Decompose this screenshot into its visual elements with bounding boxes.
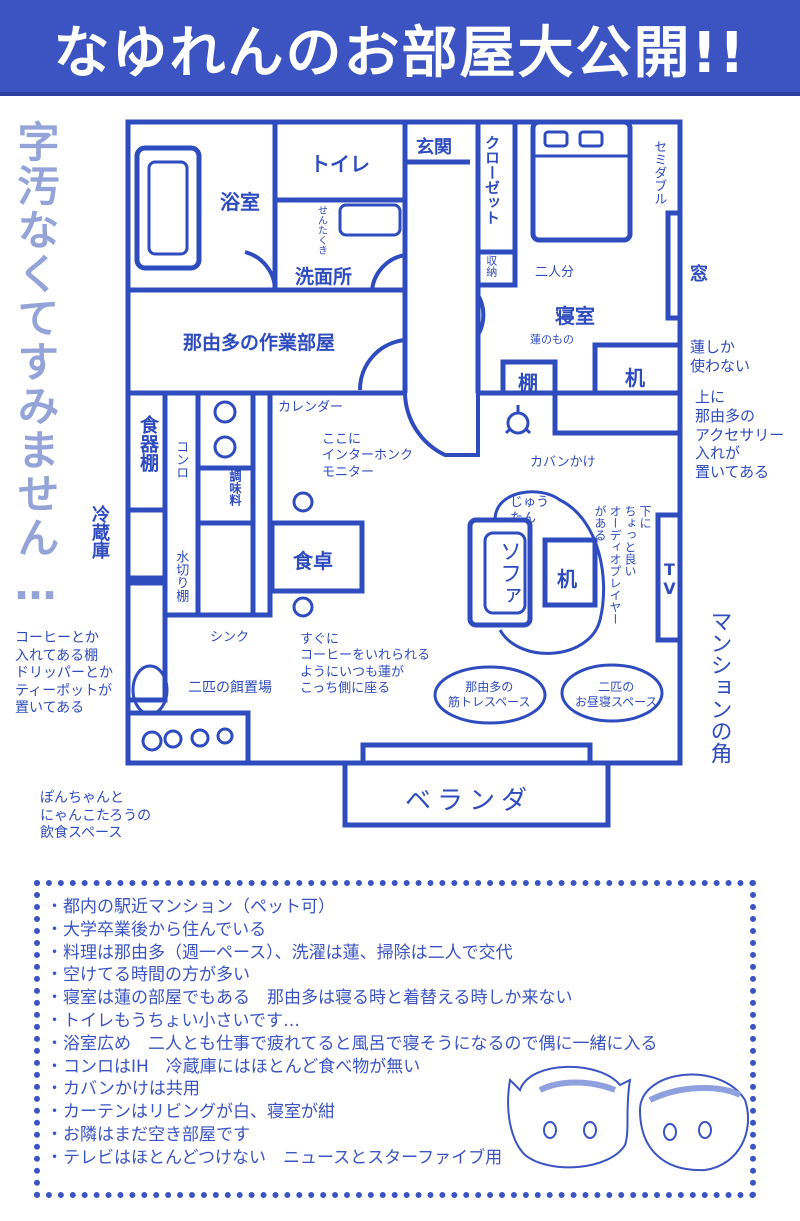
note-coffee-seat: すぐに コーヒーをいれられる ようにいつも蓮が こっち側に座る	[300, 632, 431, 696]
character-sketches	[507, 1065, 750, 1172]
note-item: ・テレビはほとんどつけない ニュースとスターファイブ用	[46, 1147, 503, 1168]
note-ren-items: 蓮のもの	[530, 333, 574, 346]
label-bathroom: 浴室	[220, 190, 260, 214]
living-desk	[542, 537, 598, 608]
note-carpet: じゅう たん	[510, 495, 550, 527]
pillow	[578, 130, 604, 148]
note-item: ・お隣はまだ空き部屋です	[46, 1124, 250, 1145]
bathtub-inner	[147, 160, 189, 256]
note-toilet-cleaner: せんたくき	[315, 205, 327, 255]
sofa	[467, 517, 533, 628]
note-stove: コンロ	[173, 440, 189, 479]
note-item: ・都内の駅近マンション（ペット可）	[46, 897, 335, 917]
title-bar: なゆれんのお部屋大公開!!	[0, 0, 800, 96]
note-accessories: 上に 那由多の アクセサリー 入れが 置いてある	[695, 388, 785, 481]
character-head-right	[638, 1073, 750, 1172]
character-head-left	[507, 1065, 632, 1169]
notes-box	[34, 880, 756, 1198]
note-item: ・コンロはIH 冷蔵庫にはほとんど食べ物が無い	[46, 1056, 421, 1077]
pet-space	[125, 710, 251, 766]
veranda	[342, 760, 611, 828]
door	[357, 338, 406, 391]
note-item: ・トイレもうちょい小さいです…	[46, 1010, 300, 1031]
washbasin	[338, 203, 402, 237]
door	[403, 392, 480, 457]
note-ren-only: 蓮しか 使わない	[690, 338, 751, 375]
note-item: ・大学卒業後から住んでいる	[46, 919, 267, 940]
bedroom-shelf	[500, 359, 558, 396]
notes-list: ・都内の駅近マンション（ペット可） ・大学卒業後から住んでいる ・料理は那由多（…	[46, 896, 658, 1170]
note-for-two: 二人分	[535, 265, 575, 280]
nap-space	[560, 663, 664, 723]
note-pet-food: ぽんちゃんと にゃんこたろうの 飲食スペース	[40, 790, 152, 841]
dining-table	[269, 520, 365, 594]
note-sink: シンク	[210, 630, 250, 645]
label-toilet: トイレ	[310, 152, 370, 176]
window	[665, 210, 683, 321]
label-bedroom: 寝室	[555, 304, 595, 328]
training-space	[433, 665, 547, 725]
label-storage: 収納	[484, 255, 498, 277]
side-note: 字汚なくてすみません…	[11, 120, 60, 611]
door	[370, 253, 406, 291]
label-veranda: ベランダ	[405, 786, 534, 816]
door	[244, 250, 277, 291]
note-audio-player: 下に ちょっと良い オーディオプレイヤー がある	[593, 505, 652, 625]
seasoning-shelf	[195, 465, 256, 526]
label-dining-table: 食卓	[293, 549, 333, 573]
label-living-desk: 机	[557, 567, 577, 591]
label-seasoning: 調味料	[228, 470, 242, 506]
note-corner: マンションの角	[706, 610, 732, 764]
kitchen-wall	[250, 390, 273, 618]
label-shelf: 棚	[518, 371, 538, 395]
note-nap-space: 二匹の お昼寝スペース	[575, 680, 658, 709]
label-dish-shelf: 食器棚	[137, 415, 159, 472]
page-title: なゆれんのお部屋大公開!!	[53, 21, 747, 86]
label-tv: TV	[660, 560, 679, 598]
note-item: ・カーテンはリビングが白、寝室が紺	[46, 1102, 335, 1123]
veranda-rail	[360, 742, 593, 766]
tv	[655, 512, 683, 643]
label-entrance: 玄関	[416, 137, 452, 158]
note-intercom: ここに インターホンク モニター	[322, 432, 414, 480]
label-washroom: 洗面所	[295, 266, 353, 288]
pillow	[543, 130, 569, 148]
note-item: ・寝室は蓮の部屋でもある 那由多は寝る時と着替える時しか来ない	[46, 988, 573, 1009]
fridge	[125, 507, 168, 581]
note-item: ・浴室広め 二人とも仕事で疲れてると風呂で寝そうになるので偶に一緒に入る	[46, 1033, 658, 1054]
note-coffee-shelf: コーヒーとか 入れてある棚 ドリッパーとか ティーポットが 置いてある	[15, 630, 113, 716]
carpet	[493, 490, 606, 655]
note-item: ・カバンかけは共用	[46, 1079, 200, 1100]
sink	[195, 520, 256, 618]
note-item: ・空けてる時間の方が多い	[46, 965, 250, 986]
label-workroom: 那由多の作業部屋	[183, 332, 336, 354]
storage	[475, 249, 518, 288]
bed	[530, 119, 633, 243]
accessory-shelf	[552, 390, 683, 436]
note-training-space: 那由多の 筋トレスペース	[448, 680, 531, 709]
note-drawer-shelf: 水切り棚	[173, 550, 189, 602]
bathtub	[134, 145, 202, 271]
coffee-shelf	[125, 580, 168, 703]
note-feeding-spot: 二匹の餌置場	[188, 680, 272, 696]
note-bag-hanger: カバンかけ	[530, 455, 596, 470]
label-bedroom-desk: 机	[625, 366, 645, 390]
label-fridge: 冷蔵庫	[89, 505, 110, 559]
door	[476, 293, 486, 337]
label-closet: クローゼット	[483, 135, 501, 225]
label-sofa: ソファ	[496, 540, 521, 606]
label-window: 窓	[690, 264, 708, 285]
note-item: ・料理は那由多（週一ペース）、洗濯は蓮、掃除は二人で交代	[46, 942, 513, 963]
pet-food-spot	[131, 664, 169, 716]
note-calendar: カレンダー	[278, 400, 344, 415]
note-semi-double: セミダブル	[651, 140, 667, 205]
